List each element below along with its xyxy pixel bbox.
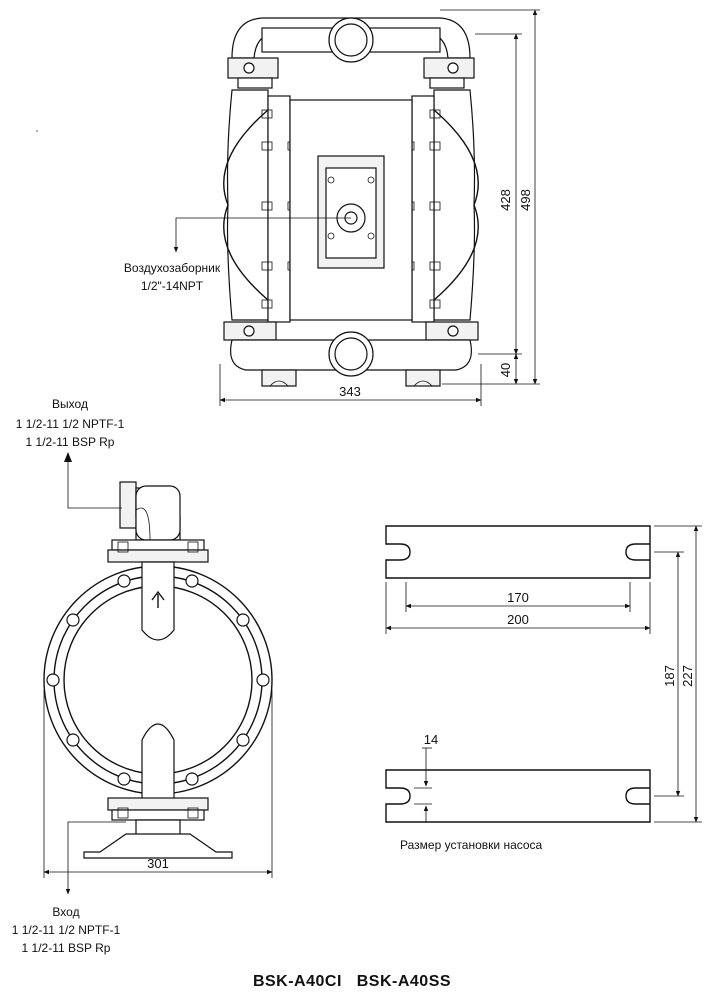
- air-inlet-leader: [173, 217, 351, 253]
- stray-dot: [36, 130, 38, 132]
- inlet-spec-nptf: 1 1/2-11 1/2 NPTF-1: [12, 923, 121, 937]
- mounting-plan: [385, 525, 651, 823]
- side-view: [43, 481, 273, 859]
- rail-span-dimensions: [654, 525, 702, 823]
- model-title: BSK-A40CI BSK-A40SS: [253, 973, 451, 990]
- mounting-caption: Размер установки насоса: [400, 838, 543, 852]
- outlet-arrow-icon: [64, 452, 72, 462]
- front-view: [223, 17, 479, 387]
- outer-span-value: 227: [680, 665, 695, 687]
- front-height-inner-value: 428: [498, 189, 513, 211]
- slot-width-value: 14: [424, 732, 438, 747]
- front-height-total-value: 498: [518, 189, 533, 211]
- slot-width-dimension: [414, 747, 432, 822]
- outlet-title: Выход: [52, 397, 88, 411]
- air-inlet-label: Воздухозаборник: [124, 261, 221, 275]
- slot-spacing-value: 170: [507, 590, 529, 605]
- side-width-value: 301: [147, 856, 169, 871]
- outlet-spec-bsp: 1 1/2-11 BSP Rp: [26, 435, 115, 449]
- front-base-value: 40: [498, 363, 513, 377]
- inner-span-value: 187: [662, 665, 677, 687]
- inlet-spec-bsp: 1 1/2-11 BSP Rp: [22, 941, 111, 955]
- outlet-leader: [67, 456, 122, 509]
- rail-length-dimensions: [385, 582, 651, 634]
- front-height-dimensions: [440, 9, 540, 385]
- rail-length-value: 200: [507, 612, 529, 627]
- front-width-dimension: [219, 364, 482, 406]
- inlet-title: Вход: [52, 905, 79, 919]
- air-inlet-size: 1/2"-14NPT: [141, 279, 204, 293]
- side-width-dimension: [43, 690, 273, 878]
- outlet-spec-nptf: 1 1/2-11 1/2 NPTF-1: [16, 417, 125, 431]
- front-width-value: 343: [339, 384, 361, 399]
